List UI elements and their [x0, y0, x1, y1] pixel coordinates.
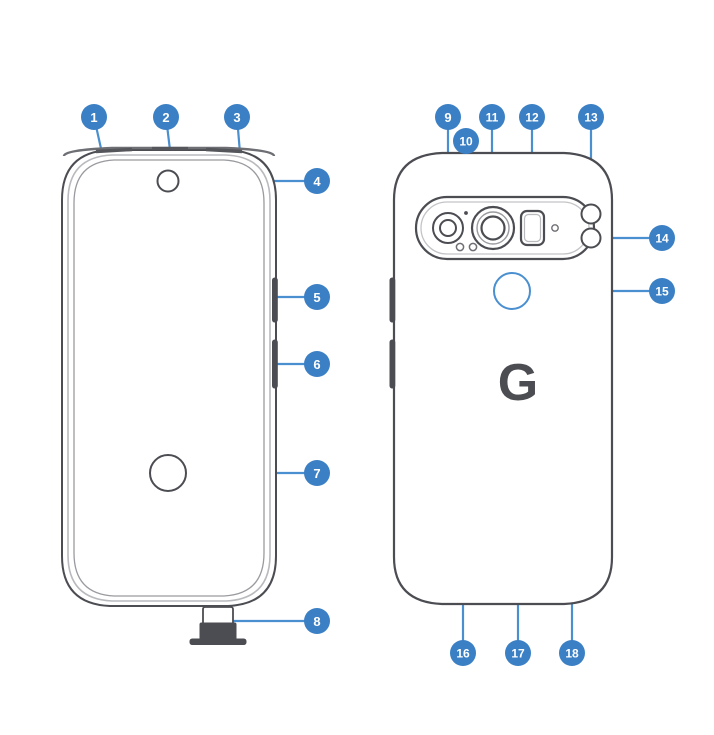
google-logo: G — [498, 354, 538, 412]
badge-circle — [450, 640, 476, 666]
badge-circle — [304, 351, 330, 377]
badge-circle — [559, 640, 585, 666]
antenna-line-left — [95, 147, 133, 154]
badge-circle — [304, 460, 330, 486]
back-side-buttons — [389, 277, 396, 389]
callout-badges: 1 2 3 4 5 6 7 — [81, 104, 675, 666]
badge-number: 1 — [90, 110, 97, 125]
badge-circle — [505, 640, 531, 666]
callout-badge-14[interactable]: 14 — [649, 225, 675, 251]
callout-badge-12[interactable]: 12 — [519, 104, 545, 130]
badge-number: 16 — [456, 647, 470, 661]
badge-number: 18 — [565, 647, 579, 661]
badge-number: 12 — [525, 111, 539, 125]
callout-badge-4[interactable]: 4 — [304, 168, 330, 194]
badge-circle — [479, 104, 505, 130]
callout-badge-16[interactable]: 16 — [450, 640, 476, 666]
callout-badge-6[interactable]: 6 — [304, 351, 330, 377]
callout-badge-9[interactable]: 9 — [435, 104, 461, 130]
front-bezel-mid — [67, 154, 271, 602]
badge-number: 14 — [655, 232, 669, 246]
callout-badge-15[interactable]: 15 — [649, 278, 675, 304]
badge-number: 3 — [233, 110, 240, 125]
badge-number: 4 — [313, 174, 321, 189]
callout-badge-7[interactable]: 7 — [304, 460, 330, 486]
callout-badge-17[interactable]: 17 — [505, 640, 531, 666]
phone-back-view: G — [389, 151, 614, 606]
rear-microphone — [464, 211, 468, 215]
telephoto-camera-inner — [523, 213, 542, 243]
back-chassis-outline — [392, 151, 614, 606]
sensor-dot-left — [455, 242, 465, 252]
callout-badge-8[interactable]: 8 — [304, 608, 330, 634]
badge-circle — [578, 104, 604, 130]
callout-badge-1[interactable]: 1 — [81, 104, 107, 130]
badge-number: 17 — [511, 647, 525, 661]
back-volume-button — [389, 277, 396, 323]
callout-badge-2[interactable]: 2 — [153, 104, 179, 130]
sensor-dot-right — [468, 242, 478, 252]
front-screen-outline — [73, 159, 265, 597]
phone-front-view — [61, 146, 278, 645]
badge-number: 9 — [444, 110, 451, 125]
auxiliary-sensor-dot — [551, 224, 559, 232]
badge-circle — [435, 104, 461, 130]
badge-circle — [649, 278, 675, 304]
badge-number: 2 — [162, 110, 169, 125]
wireless-charging-coil — [493, 272, 531, 310]
back-power-button — [389, 339, 396, 389]
badge-circle — [519, 104, 545, 130]
badge-number: 15 — [655, 285, 669, 299]
badge-circle — [453, 128, 479, 154]
badge-number: 7 — [313, 466, 320, 481]
power-button — [272, 339, 278, 389]
callout-badge-5[interactable]: 5 — [304, 284, 330, 310]
badge-number: 11 — [486, 111, 499, 125]
main-camera-lens — [480, 215, 506, 241]
front-camera — [156, 169, 180, 193]
badge-number: 13 — [584, 111, 598, 125]
fingerprint-sensor — [149, 454, 187, 492]
callout-badge-10[interactable]: 10 — [453, 128, 479, 154]
badge-number: 10 — [459, 135, 473, 149]
camera-bar-sensor-dots — [455, 242, 478, 252]
callout-badge-18[interactable]: 18 — [559, 640, 585, 666]
usb-c-port-assembly — [189, 606, 247, 645]
badge-circle — [304, 284, 330, 310]
callout-badge-3[interactable]: 3 — [224, 104, 250, 130]
badge-circle — [649, 225, 675, 251]
front-side-buttons — [272, 277, 278, 389]
callout-badge-11[interactable]: 11 — [479, 104, 505, 130]
callout-badge-13[interactable]: 13 — [578, 104, 604, 130]
antenna-line-right — [205, 147, 243, 154]
led-flash — [580, 203, 602, 225]
top-antenna-segments — [95, 147, 243, 154]
badge-circle — [153, 104, 179, 130]
usb-c-connector-base — [189, 638, 247, 645]
badge-circle — [304, 608, 330, 634]
ultrawide-camera-lens — [439, 219, 457, 237]
temperature-sensor — [580, 227, 602, 249]
volume-button — [272, 277, 278, 323]
badge-circle — [224, 104, 250, 130]
badge-circle — [304, 168, 330, 194]
badge-number: 5 — [313, 290, 320, 305]
badge-number: 6 — [313, 357, 320, 372]
badge-circle — [81, 104, 107, 130]
badge-number: 8 — [313, 614, 320, 629]
